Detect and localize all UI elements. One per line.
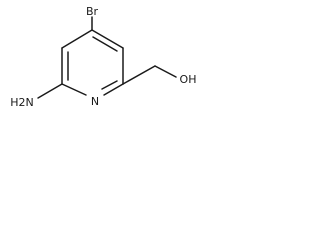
double-bond-c2-n1 (101, 80, 118, 90)
structure-diagram: Br H2N N OH (10, 5, 197, 109)
bond-c6-nh2 (37, 83, 63, 99)
bond-c2-n1 (103, 83, 124, 96)
amine-label: H2N (10, 96, 34, 109)
bond-ch2-oh (154, 65, 177, 78)
double-bond-c4-c3 (92, 36, 118, 52)
bond-c2-ch2 (122, 65, 156, 85)
hydroxyl-label: OH (180, 73, 197, 86)
bromine-label: Br (86, 5, 99, 18)
bond-c5-c4 (61, 29, 93, 49)
bond-c4-c3 (91, 29, 124, 49)
ring-nitrogen-label: N (91, 95, 99, 108)
bond-n1-c6 (61, 83, 87, 96)
